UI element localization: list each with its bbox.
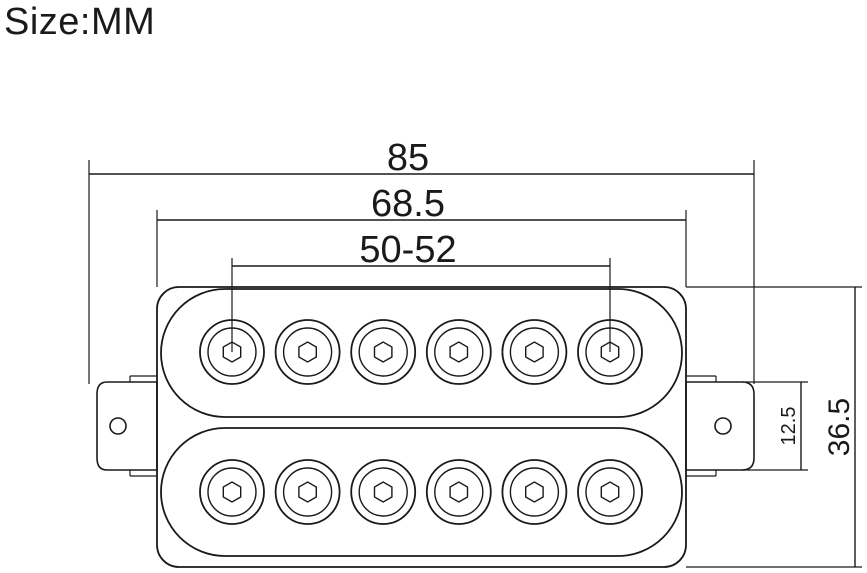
dim-pole-spacing: 50-52 bbox=[231, 229, 611, 352]
pole-piece-inner-ring bbox=[434, 467, 484, 517]
base-plate bbox=[96, 375, 755, 477]
hex-socket-icon bbox=[373, 481, 393, 503]
pole-piece bbox=[350, 319, 417, 385]
mounting-hole-right bbox=[714, 417, 732, 435]
pickup-cover bbox=[156, 286, 687, 568]
pole-piece-inner-ring bbox=[585, 467, 635, 517]
pole-piece-inner-ring bbox=[509, 467, 560, 517]
hex-socket-icon bbox=[525, 341, 544, 363]
hex-socket-icon bbox=[449, 481, 469, 503]
pole-piece-inner-ring bbox=[282, 467, 333, 517]
coil-top bbox=[160, 288, 683, 418]
pole-piece-ring bbox=[274, 319, 341, 385]
hex-socket-icon bbox=[298, 481, 317, 503]
hex-socket-icon bbox=[525, 481, 544, 503]
pole-piece-inner-ring bbox=[207, 467, 257, 517]
dim-overall-height: 36.5 bbox=[686, 286, 862, 568]
pole-piece-ring bbox=[199, 459, 265, 525]
hex-socket-icon bbox=[222, 481, 242, 503]
pole-pieces bbox=[199, 319, 643, 525]
dim-label-50-52: 50-52 bbox=[359, 229, 456, 271]
pole-piece bbox=[501, 459, 568, 525]
hex-socket-icon bbox=[600, 481, 620, 503]
pole-piece bbox=[274, 319, 341, 385]
dim-label-12-5: 12.5 bbox=[778, 407, 800, 446]
pole-piece-inner-ring bbox=[509, 327, 560, 377]
hex-socket-icon bbox=[222, 341, 242, 363]
pole-piece bbox=[350, 459, 417, 525]
pole-piece-inner-ring bbox=[282, 327, 333, 377]
hex-socket-icon bbox=[373, 341, 393, 363]
hex-socket-icon bbox=[298, 341, 317, 363]
dim-label-68-5: 68.5 bbox=[371, 183, 445, 225]
mounting-hole-left bbox=[109, 417, 127, 435]
pole-piece-inner-ring bbox=[434, 327, 484, 377]
pole-piece-ring bbox=[350, 319, 417, 385]
pole-piece-ring bbox=[274, 459, 341, 525]
dim-cover-width: 68.5 bbox=[156, 183, 687, 287]
dim-coil-height: 12.5 bbox=[742, 381, 808, 471]
coil-bottom bbox=[160, 427, 683, 557]
pole-piece-inner-ring bbox=[358, 327, 408, 377]
hex-socket-icon bbox=[600, 341, 620, 363]
pole-piece bbox=[199, 459, 265, 525]
dim-overall-width: 85 bbox=[88, 137, 755, 384]
pole-piece-ring bbox=[577, 459, 643, 525]
pole-piece bbox=[425, 319, 492, 385]
pole-piece bbox=[425, 459, 492, 525]
pole-piece bbox=[274, 459, 341, 525]
pole-piece-ring bbox=[425, 459, 492, 525]
pole-piece bbox=[577, 459, 643, 525]
diagram-title: Size:MM bbox=[4, 1, 156, 43]
pole-piece-ring bbox=[425, 319, 492, 385]
dim-label-36-5: 36.5 bbox=[823, 398, 856, 456]
pole-piece-ring bbox=[501, 459, 568, 525]
pole-piece bbox=[501, 319, 568, 385]
pole-piece-ring bbox=[501, 319, 568, 385]
pole-piece-ring bbox=[350, 459, 417, 525]
dim-label-85: 85 bbox=[387, 137, 429, 179]
pole-piece-inner-ring bbox=[358, 467, 408, 517]
hex-socket-icon bbox=[449, 341, 469, 363]
